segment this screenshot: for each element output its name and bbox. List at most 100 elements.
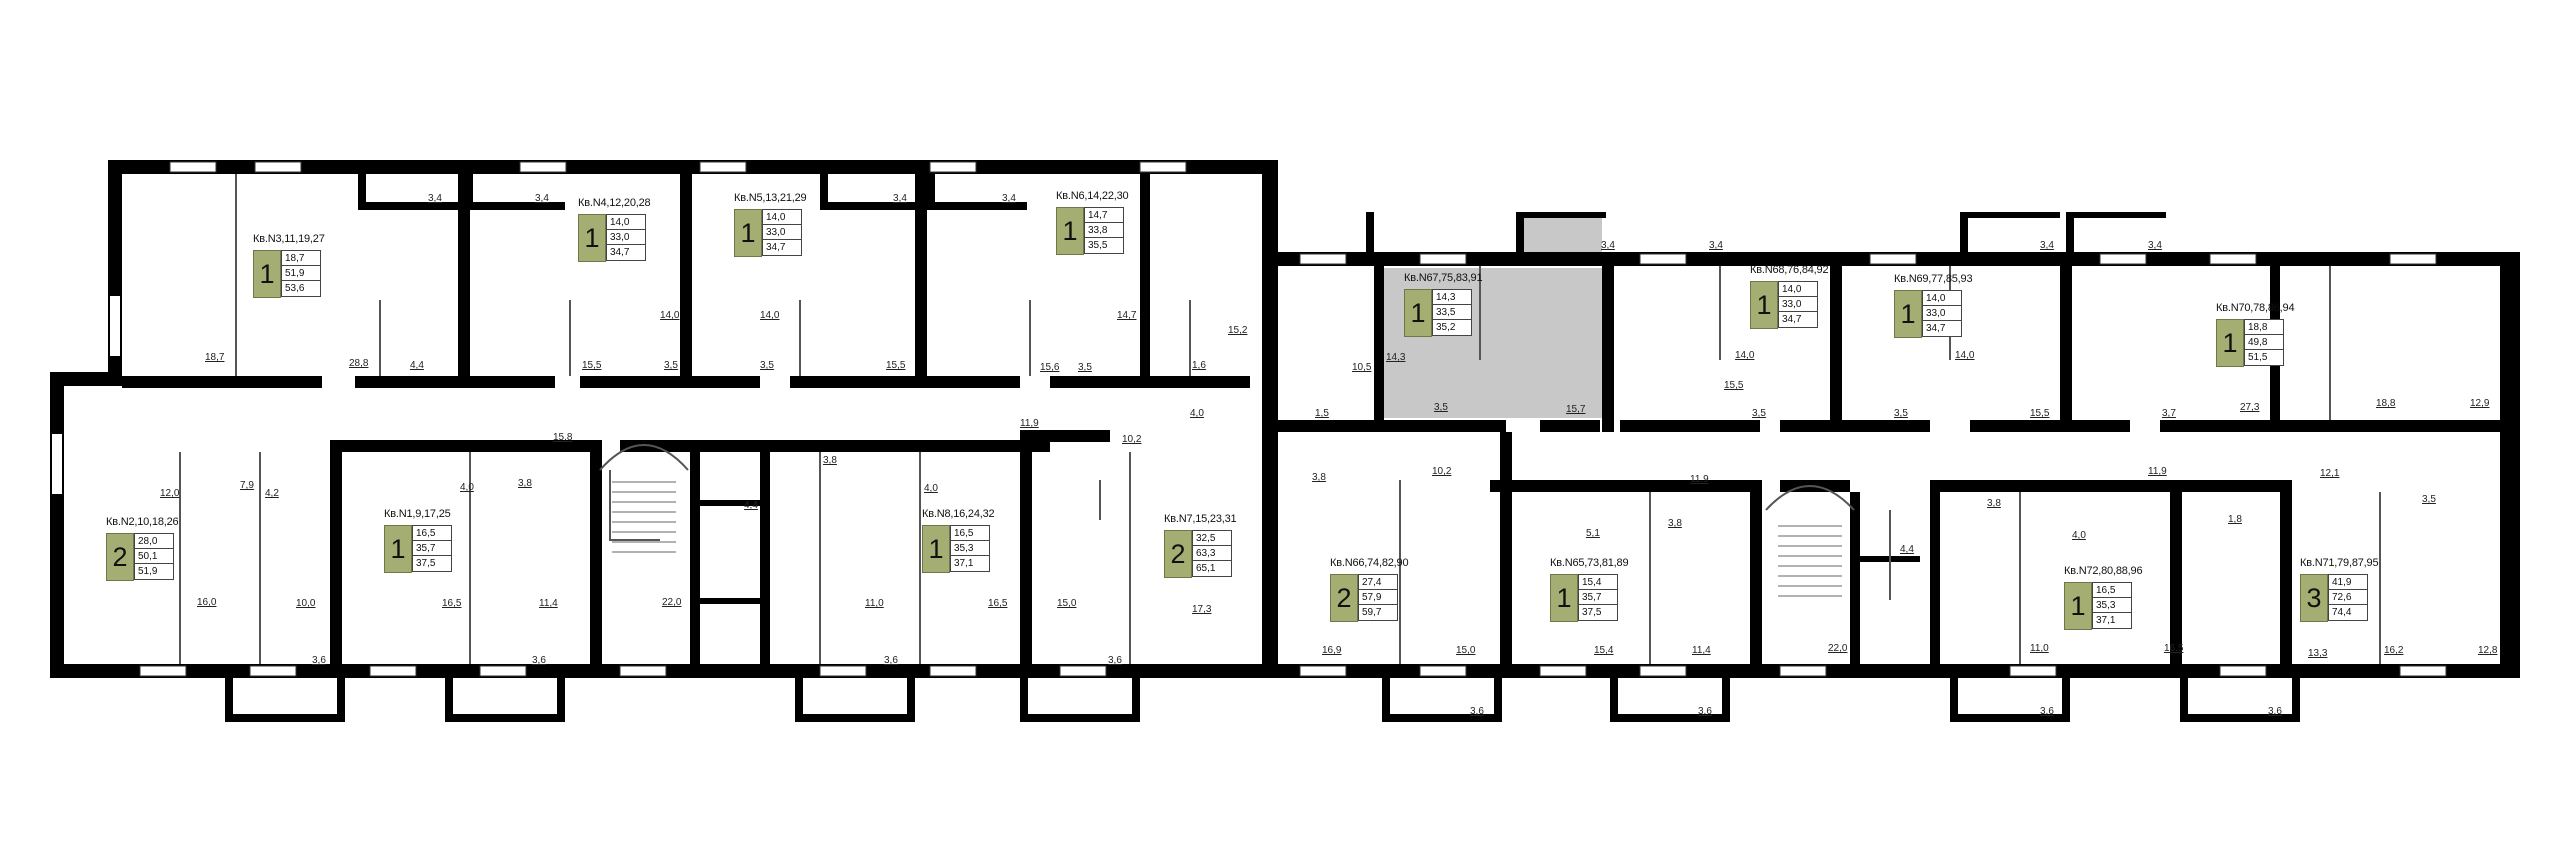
area-label: 3,6 xyxy=(1470,706,1484,717)
area-label: 10,2 xyxy=(1432,466,1452,477)
gross-area: 51,5 xyxy=(2248,352,2268,363)
room-count-badge: 1 xyxy=(1750,281,1778,329)
walls xyxy=(50,160,2520,722)
area-label: 14,0 xyxy=(1955,350,1975,361)
total-area: 50,1 xyxy=(135,549,173,564)
area-table: 15,4 35,7 37,5 xyxy=(1578,574,1618,621)
total-area: 57,9 xyxy=(1359,590,1397,605)
area-label: 4,4 xyxy=(1900,544,1914,555)
area-label: 15,5 xyxy=(2030,408,2050,419)
area-table: 14,0 33,0 34,7 xyxy=(1922,290,1962,337)
windows xyxy=(139,161,2447,677)
area-label: 11,9 xyxy=(2148,466,2167,477)
area-table: 16,5 35,3 37,1 xyxy=(950,525,990,572)
area-label: 16,2 xyxy=(2384,645,2404,656)
area-label: 18,8 xyxy=(2376,398,2396,409)
area-label: 10,2 xyxy=(1122,434,1142,445)
apartment-label: Кв.N67,75,83,91 xyxy=(1404,272,1483,284)
area-label: 3,5 xyxy=(760,360,774,371)
living-area: 41,9 xyxy=(2329,575,2367,590)
area-label: 3,4 xyxy=(893,193,907,204)
total-area: 33,0 xyxy=(1923,306,1961,321)
area-label: 3,6 xyxy=(532,655,546,666)
area-label: 3,4 xyxy=(2148,240,2162,251)
room-count-badge: 1 xyxy=(253,250,281,298)
area-label: 3,4 xyxy=(2040,240,2054,251)
area-label: 18,7 xyxy=(205,352,225,363)
apartment-label: Кв.N4,12,20,28 xyxy=(578,197,651,209)
area-label: 11,9 xyxy=(1020,418,1039,429)
apartment-label: Кв.N6,14,22,30 xyxy=(1056,190,1129,202)
area-table: 28,0 50,1 51,9 xyxy=(134,533,174,580)
room-count-badge: 1 xyxy=(1894,290,1922,338)
apartment-label: Кв.N66,74,82,90 xyxy=(1330,557,1409,569)
area-label: 10,0 xyxy=(296,598,316,609)
area-label: 22,0 xyxy=(1828,643,1848,654)
area-label: 12,0 xyxy=(160,488,180,499)
area-label: 3,5 xyxy=(1078,362,1092,373)
area-label: 15,6 xyxy=(1040,362,1060,373)
living-area: 16,5 xyxy=(413,526,451,541)
total-area: 72,6 xyxy=(2329,590,2367,605)
area-label: 3,4 xyxy=(535,193,549,204)
room-count-badge: 3 xyxy=(2300,574,2328,622)
total-area: 35,3 xyxy=(2093,598,2131,613)
living-area: 18,8 xyxy=(2245,320,2283,335)
area-label: 3,5 xyxy=(1752,408,1766,419)
area-label: 14,0 xyxy=(1735,350,1755,361)
total-area: 33,0 xyxy=(763,225,801,240)
living-area: 27,4 xyxy=(1359,575,1397,590)
apartment-label: Кв.N3,11,19,27 xyxy=(253,233,325,245)
area-label: 1,5 xyxy=(1315,408,1329,419)
area-label: 11,4 xyxy=(539,598,558,609)
gross-area: 65,1 xyxy=(1196,563,1216,574)
area-label: 13,3 xyxy=(2308,648,2328,659)
area-label: 14,0 xyxy=(760,310,780,321)
room-count-badge: 1 xyxy=(1056,207,1084,255)
living-area: 14,0 xyxy=(607,215,645,230)
area-label: 3,4 xyxy=(1601,240,1615,251)
area-table: 14,7 33,8 35,5 xyxy=(1084,207,1124,254)
room-count-badge: 1 xyxy=(578,214,606,262)
gross-area: 34,7 xyxy=(610,247,630,258)
apartment-label: Кв.N71,79,87,95 xyxy=(2300,557,2379,569)
gross-area: 34,7 xyxy=(1782,314,1802,325)
total-area: 35,7 xyxy=(1579,590,1617,605)
total-area: 33,0 xyxy=(607,230,645,245)
area-label: 3,7 xyxy=(2162,408,2176,419)
area-label: 4,0 xyxy=(460,482,474,493)
area-label: 15,0 xyxy=(1057,598,1077,609)
area-label: 11,0 xyxy=(2030,643,2049,654)
total-area: 35,3 xyxy=(951,541,989,556)
room-count-badge: 1 xyxy=(2216,319,2244,367)
gross-area: 35,5 xyxy=(1088,240,1108,251)
area-label: 11,4 xyxy=(1692,645,1711,656)
area-label: 16,9 xyxy=(1322,645,1342,656)
area-label: 1,6 xyxy=(1192,360,1206,371)
total-area: 49,8 xyxy=(2245,335,2283,350)
area-label: 3,8 xyxy=(1668,518,1682,529)
area-label: 3,8 xyxy=(518,478,532,489)
area-label: 15,8 xyxy=(553,432,573,443)
total-area: 63,3 xyxy=(1193,546,1231,561)
area-table: 14,0 33,0 34,7 xyxy=(1778,281,1818,328)
gross-area: 59,7 xyxy=(1362,607,1382,618)
area-label: 22,0 xyxy=(662,597,682,608)
area-label: 4,0 xyxy=(924,483,938,494)
area-label: 10,5 xyxy=(1352,362,1372,373)
area-label: 3,6 xyxy=(1698,706,1712,717)
area-label: 16,5 xyxy=(2164,643,2184,654)
gross-area: 37,1 xyxy=(2096,615,2116,626)
area-label: 15,2 xyxy=(1228,325,1248,336)
area-label: 15,4 xyxy=(1594,645,1614,656)
area-label: 4,0 xyxy=(1190,408,1204,419)
area-label: 14,3 xyxy=(1386,352,1406,363)
area-label: 3,6 xyxy=(884,655,898,666)
area-label: 12,1 xyxy=(2320,468,2340,479)
area-label: 1,8 xyxy=(2228,514,2242,525)
total-area: 33,8 xyxy=(1085,223,1123,238)
apartment-label: Кв.N65,73,81,89 xyxy=(1550,557,1629,569)
area-label: 3,5 xyxy=(1894,408,1908,419)
area-label: 15,7 xyxy=(1566,404,1586,415)
